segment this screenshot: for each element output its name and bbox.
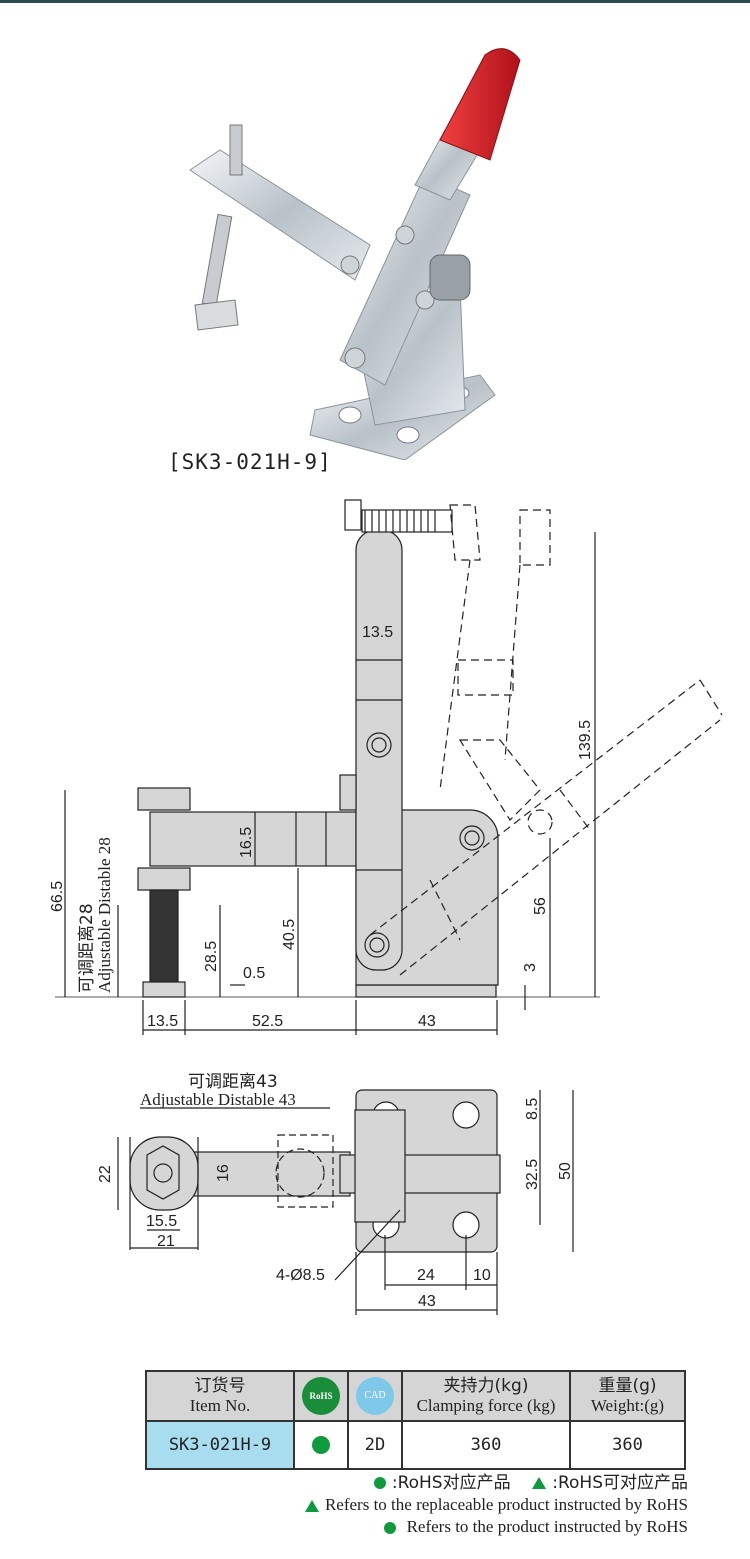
dim-3: 3: [522, 963, 539, 972]
cell-rohs: [293, 1420, 349, 1470]
header-force: 夹持力(kg) Clamping force (kg): [401, 1370, 571, 1422]
dim-13-5: 13.5: [147, 1013, 178, 1030]
header-cad: CAD: [347, 1370, 403, 1422]
dim-13-5-top: 13.5: [362, 624, 393, 641]
top-view: [117, 1089, 574, 1315]
dim-22: 22: [97, 1165, 114, 1183]
rohs-badge-icon: RoHS: [302, 1377, 340, 1415]
dim-24: 24: [417, 1267, 435, 1284]
adj-28-cn: 可调距离28: [77, 903, 97, 993]
dim-32-5: 32.5: [524, 1159, 541, 1190]
legend-line-1: :RoHS对应产品 :RoHS可对应产品: [305, 1472, 688, 1494]
adj-28-en: Adjustable Distable 28: [95, 837, 114, 993]
legend-notes: :RoHS对应产品 :RoHS可对应产品 Refers to the repla…: [304, 1472, 688, 1538]
cell-cad: 2D: [347, 1420, 403, 1470]
technical-drawing: 13.5 139.5 66.5 可调距离28 Adjustable Distab…: [49, 499, 723, 1315]
header-weight: 重量(g) Weight:(g): [569, 1370, 686, 1422]
green-triangle-icon: [304, 1500, 319, 1513]
model-caption: [SK3-021H-9]: [168, 450, 332, 474]
legend-line-3: Refers to the product instructed by RoHS: [305, 1516, 688, 1538]
header-rohs: RoHS: [293, 1370, 349, 1422]
dim-28-5: 28.5: [203, 941, 220, 972]
dim-8-5: 8.5: [524, 1098, 541, 1120]
legend-line-2: Refers to the replaceable product instru…: [304, 1494, 688, 1516]
rohs-dot-icon: [312, 1436, 330, 1454]
dim-10: 10: [473, 1267, 491, 1284]
green-triangle-icon: [532, 1477, 547, 1489]
dim-15-5: 15.5: [146, 1213, 177, 1230]
product-photo: [189, 48, 521, 460]
dim-139-5: 139.5: [577, 720, 594, 760]
dim-0-5: 0.5: [243, 965, 265, 982]
cell-item: SK3-021H-9: [145, 1420, 295, 1470]
green-dot-icon: [373, 1477, 386, 1489]
dim-43-side: 43: [418, 1013, 436, 1030]
dim-66-5: 66.5: [49, 881, 66, 912]
header-item: 订货号 Item No.: [145, 1370, 295, 1422]
top-border: [0, 0, 750, 3]
green-dot-icon: [384, 1522, 397, 1535]
dim-52-5: 52.5: [252, 1013, 283, 1030]
dim-21: 21: [157, 1233, 175, 1250]
holes-4-8-5: 4-Ø8.5: [276, 1267, 325, 1284]
cell-force: 360: [401, 1420, 571, 1470]
dim-16: 16: [215, 1164, 232, 1182]
dim-40-5: 40.5: [281, 919, 298, 950]
dim-56: 56: [532, 897, 549, 915]
dim-50: 50: [557, 1162, 574, 1180]
table-header-row: 订货号 Item No. RoHS CAD 夹持力(kg) Clamping f…: [145, 1370, 686, 1422]
adj-43-cn: 可调距离43: [188, 1072, 278, 1092]
spec-table: 订货号 Item No. RoHS CAD 夹持力(kg) Clamping f…: [145, 1370, 686, 1470]
dim-43-top: 43: [418, 1293, 436, 1310]
table-row: SK3-021H-9 2D 360 360: [145, 1420, 686, 1470]
side-view: [55, 499, 723, 1035]
cell-weight: 360: [569, 1420, 686, 1470]
dim-16-5: 16.5: [238, 827, 255, 858]
cad-badge-icon: CAD: [356, 1377, 394, 1415]
adj-43-en: Adjustable Distable 43: [140, 1090, 296, 1109]
